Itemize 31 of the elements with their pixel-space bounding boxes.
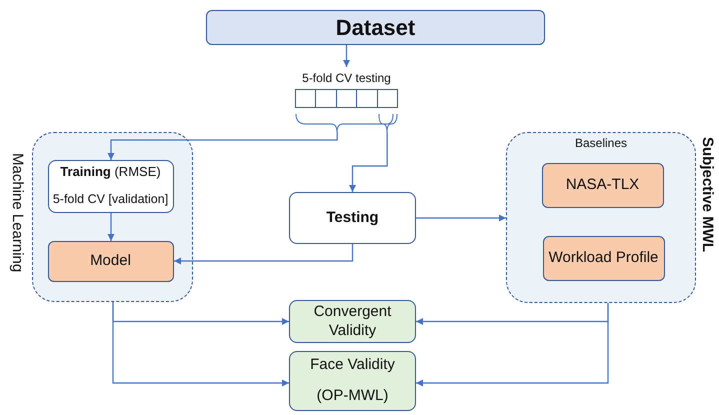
arrow bbox=[416, 214, 506, 222]
group-label: Subjective MWL bbox=[700, 137, 715, 252]
box-text: 5-fold CV [validation] bbox=[52, 192, 168, 208]
box-text: NASA-TLX bbox=[566, 176, 640, 194]
box-text: Testing bbox=[326, 208, 379, 228]
process-box bbox=[542, 236, 664, 280]
arrow bbox=[108, 213, 114, 241]
result-box bbox=[289, 351, 416, 411]
title-text: Dataset bbox=[336, 14, 416, 42]
arrow bbox=[416, 303, 609, 386]
group-heading: Baselines bbox=[574, 135, 628, 152]
result-box bbox=[289, 300, 416, 343]
arrow bbox=[174, 244, 354, 264]
strip-caption: 5-fold CV testing bbox=[301, 70, 392, 87]
box-text: Workload Profile bbox=[548, 248, 658, 268]
process-box bbox=[48, 160, 174, 212]
box-text: (OP-MWL) bbox=[316, 387, 388, 406]
process-box bbox=[542, 162, 664, 208]
title-box bbox=[206, 10, 545, 45]
arrow bbox=[343, 45, 350, 67]
process-box bbox=[289, 192, 416, 244]
box-text: Convergent Validity bbox=[312, 302, 392, 340]
box-text: Model bbox=[90, 252, 131, 270]
arrow bbox=[108, 132, 338, 160]
arrow bbox=[112, 302, 289, 386]
box-text: Training (RMSE) bbox=[60, 164, 161, 180]
box-text: Face Validity bbox=[310, 356, 395, 375]
fold-strip bbox=[295, 89, 398, 108]
group-label: Machine Learning bbox=[10, 153, 25, 272]
process-box bbox=[48, 240, 174, 282]
arrow bbox=[349, 132, 388, 192]
